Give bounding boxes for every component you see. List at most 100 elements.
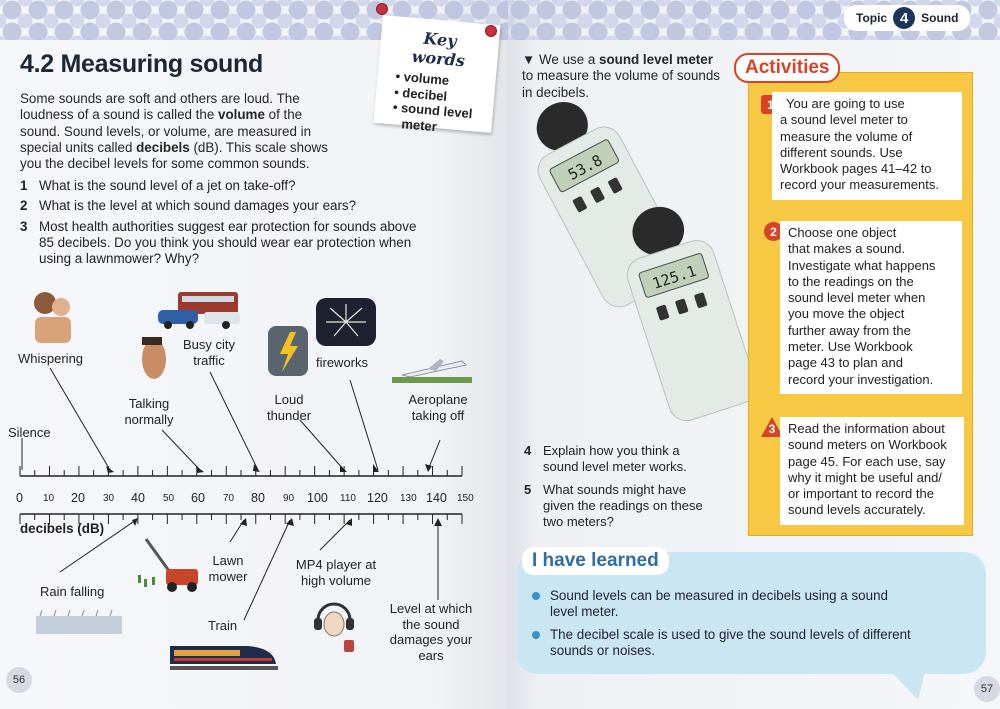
- caption-line: in decibels.: [522, 84, 589, 100]
- intro-text: of the: [264, 107, 303, 123]
- intro-bold-decibels: decibels: [136, 139, 190, 155]
- activity-card-3: Read the information about sound meters …: [780, 417, 964, 525]
- pointer-mp4: [319, 519, 351, 551]
- label-rain: Rain falling: [40, 584, 105, 599]
- bus-traffic-icon: [158, 292, 240, 329]
- activity-line: further away from the: [788, 322, 911, 338]
- intro-line-4: special units called decibels (dB). This…: [20, 140, 360, 156]
- intro-bold-volume: volume: [218, 107, 265, 123]
- activity-card-2: Choose one object that makes a sound. In…: [780, 221, 962, 394]
- pointer-whispering: [49, 367, 111, 471]
- sound-level-meter-icon: 53.8 125.1: [536, 101, 748, 422]
- meter-caption: ▼ We use a sound level meter to measure …: [522, 52, 742, 101]
- talking-face-icon: [142, 337, 166, 379]
- scale-number: 90: [283, 493, 295, 504]
- key-words-title: Key words: [411, 28, 466, 71]
- page-title: 4.2 Measuring sound: [20, 50, 263, 78]
- arrow-heads: [106, 464, 442, 526]
- whisper-figure-icon: [34, 292, 71, 343]
- pointer-talking: [161, 429, 201, 471]
- key-words-list: • volume • decibel • sound level meter: [387, 68, 482, 138]
- activity-line: why it might be useful and/: [788, 469, 942, 485]
- lawnmower-icon: [138, 538, 198, 592]
- label-line: Busy city: [182, 337, 235, 352]
- scale-number: 130: [400, 493, 417, 504]
- activity-number-badge: 2: [764, 222, 783, 241]
- scale-number: 60: [191, 491, 205, 505]
- learned-item: Sound levels can be measured in decibels…: [532, 588, 972, 621]
- activities-title: Activities: [734, 53, 841, 83]
- question-number: 5: [524, 481, 532, 497]
- activity-line: to the readings on the: [788, 273, 914, 289]
- scale-number: 30: [103, 493, 115, 504]
- train-icon: [170, 646, 278, 670]
- label-line: MP4 player at: [295, 557, 377, 572]
- question-number: 2: [20, 198, 28, 214]
- question-3: 3 Most health authorities suggest ear pr…: [20, 219, 450, 268]
- learned-line: Sound levels can be measured in decibels…: [550, 588, 888, 603]
- pointer-lines: [21, 367, 441, 621]
- topic-label: Topic: [856, 11, 888, 25]
- scale-numbers: 0 10 20 30 40 50 60 70 80 90 100 110 120…: [0, 491, 508, 509]
- scale-number: 20: [71, 491, 85, 505]
- label-line: Talking: [128, 396, 170, 411]
- activity-card-1: You are going to use a sound level meter…: [772, 92, 962, 200]
- activity-line: or important to record the: [788, 486, 934, 502]
- learned-line: sounds or noises.: [550, 642, 655, 658]
- label-line: the sound: [402, 616, 460, 632]
- learned-item: The decibel scale is used to give the so…: [532, 627, 972, 660]
- activity-line: sound levels accurately.: [788, 502, 926, 518]
- pointer-rain: [59, 519, 137, 573]
- question-text: What is the sound level of a jet on take…: [39, 178, 296, 193]
- activity-line: Investigate what happens: [788, 257, 936, 273]
- question-number: 4: [524, 443, 532, 458]
- pointer-train: [243, 519, 291, 621]
- label-line: Lawn: [212, 553, 244, 568]
- scale-number: 10: [43, 493, 55, 504]
- question-line: Explain how you think a: [543, 443, 680, 458]
- label-train: Train: [208, 618, 238, 633]
- intro-line-1: Some sounds are soft and others are loud…: [20, 91, 300, 106]
- fireworks-icon: [316, 298, 376, 346]
- scale-number: 0: [16, 491, 23, 505]
- caption-line: ▼ We use a sound level meter: [522, 52, 742, 68]
- caption-line: to measure the volume of sounds: [522, 68, 720, 84]
- learned-line: level meter.: [550, 604, 619, 620]
- scale-number: 150: [457, 493, 474, 504]
- learned-line: The decibel scale is used to give the so…: [550, 626, 911, 642]
- activity-line: you move the object: [788, 306, 905, 322]
- pointer-thunder: [299, 419, 345, 471]
- topic-name: Sound: [921, 11, 959, 25]
- activity-line: measure the volume of: [780, 128, 913, 144]
- label-line: thunder: [266, 407, 312, 423]
- activity-line: Choose one object: [788, 225, 897, 240]
- topic-number: 4: [893, 7, 916, 29]
- activity-number-badge: 3: [768, 422, 776, 436]
- activity-line: meter. Use Workbook: [788, 339, 913, 355]
- activity-line: a sound level meter to: [780, 112, 908, 128]
- activity-line: You are going to use: [786, 96, 905, 111]
- question-line: What sounds might have: [543, 481, 687, 497]
- question-line: sound level meter works.: [543, 459, 687, 475]
- meter-2: 125.1: [626, 206, 748, 422]
- pin-icon: [377, 4, 387, 14]
- activity-line: Workbook pages 41–42 to: [780, 161, 932, 177]
- pin-icon: [486, 26, 496, 36]
- label-line: mower: [208, 568, 248, 584]
- activity-line: record your investigation.: [788, 371, 934, 387]
- intro-paragraph: Some sounds are soft and others are loud…: [20, 91, 360, 172]
- question-number: 3: [20, 218, 28, 234]
- label-line: Aeroplane: [408, 392, 468, 407]
- bullet-icon: [532, 592, 540, 600]
- learned-text: Sound levels can be measured in decibels…: [550, 588, 888, 621]
